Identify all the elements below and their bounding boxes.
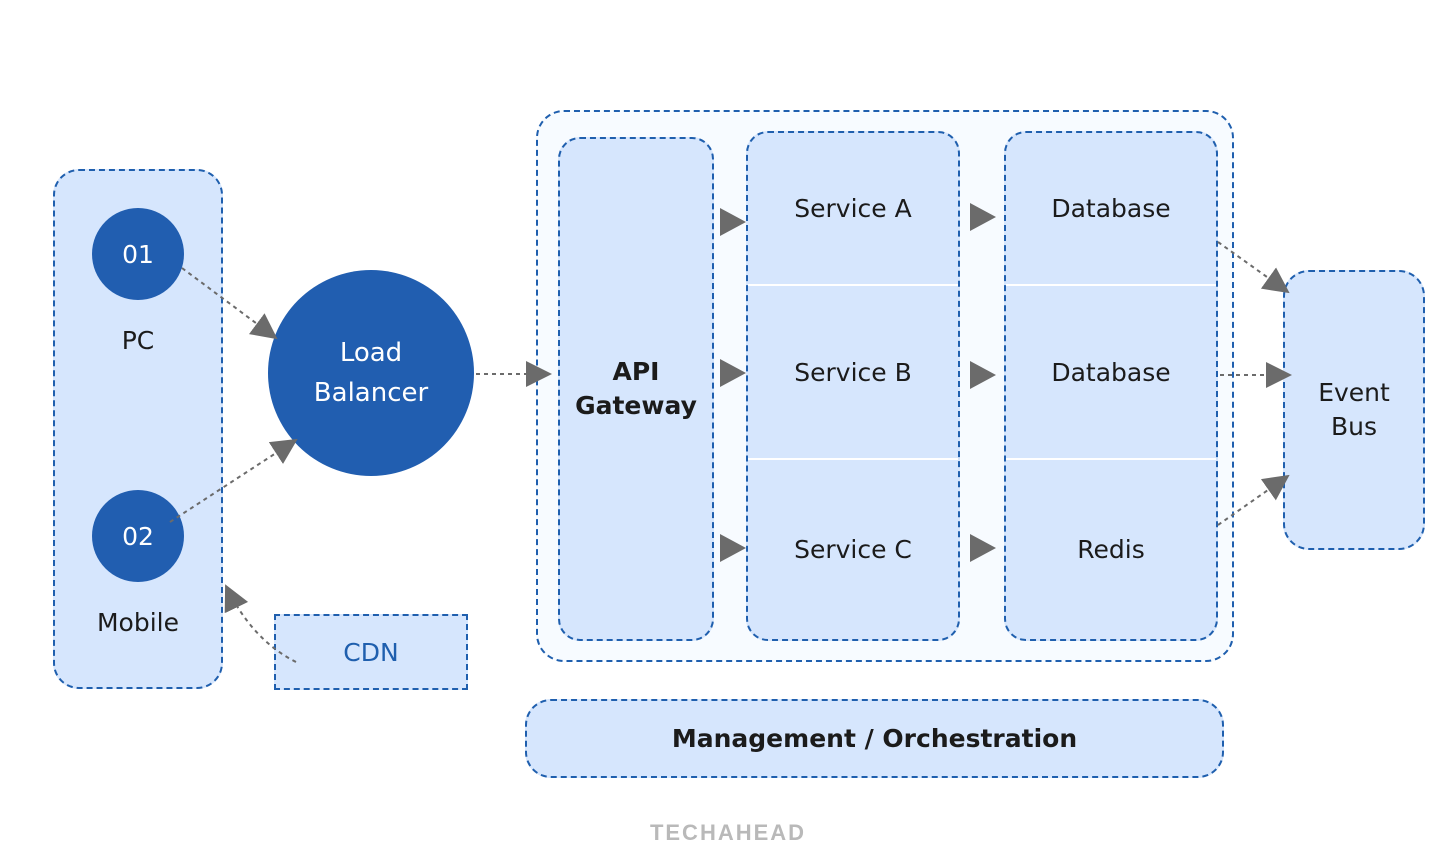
store-redis: Redis [1077,535,1145,564]
store-database-1: Database [1006,133,1216,286]
service-c: Service C [794,535,912,564]
event-bus-line1: Event [1318,378,1390,407]
mobile-badge: 02 [92,490,184,582]
load-balancer-line2: Balancer [313,378,429,408]
load-balancer: Load Balancer [268,270,474,476]
services-column: Service A Service B Service C [746,131,960,641]
service-a: Service A [748,133,958,286]
cdn-box: CDN [274,614,468,690]
api-gateway: API Gateway [558,137,714,641]
event-bus: Event Bus [1283,270,1425,550]
stores-column: Database Database Redis [1004,131,1218,641]
mobile-label: Mobile [96,607,179,637]
watermark: TECHAHEAD [649,820,807,845]
pc-badge: 01 [92,208,184,300]
store-database-2: Database [1006,286,1216,460]
event-bus-line2: Bus [1330,412,1378,441]
api-gateway-line1: API [612,357,660,386]
service-b: Service B [748,286,958,460]
load-balancer-line1: Load [339,338,403,368]
management-bar: Management / Orchestration [525,699,1224,778]
api-gateway-line2: Gateway [575,391,697,420]
pc-label: PC [121,325,155,355]
